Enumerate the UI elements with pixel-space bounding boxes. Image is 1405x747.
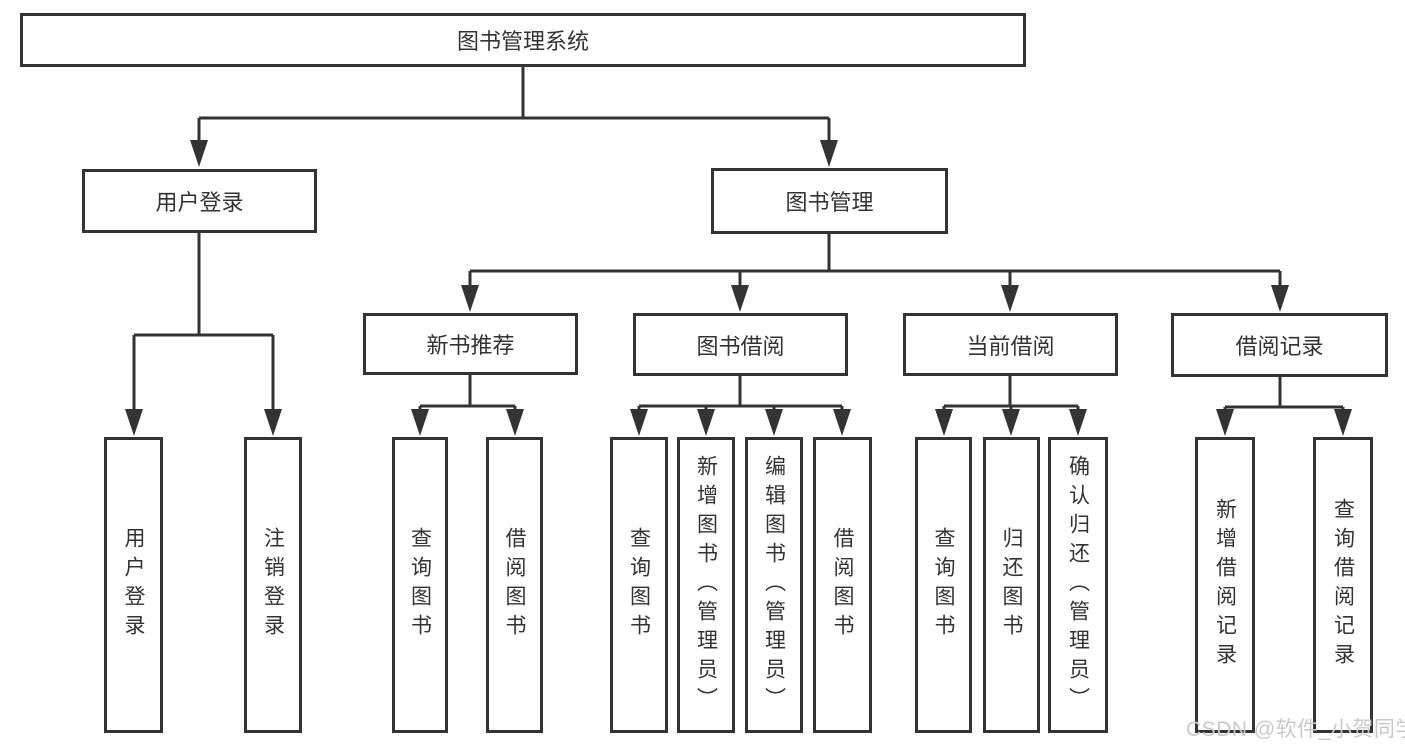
node-borrow-records: 借阅记录: [1171, 313, 1388, 377]
connector-book-borrow-split: [637, 376, 844, 410]
arrowhead-icon: [190, 140, 208, 167]
arrowhead-icon: [1069, 409, 1087, 436]
node-current-borrowing: 当前借阅: [903, 313, 1118, 376]
node-label: 注销登录: [261, 527, 286, 643]
node-label: 编辑图书（管理员）: [762, 454, 787, 716]
node-logout: 注销登录: [244, 437, 302, 733]
arrowhead-icon: [833, 409, 851, 436]
arrowhead-icon: [506, 409, 524, 436]
node-label: 查询借阅记录: [1331, 498, 1356, 672]
arrowhead-icon: [630, 409, 648, 436]
arrowhead-icon: [1002, 409, 1020, 436]
node-book-borrowing: 图书借阅: [633, 313, 848, 376]
arrowhead-icon: [411, 409, 429, 436]
node-add-book-admin: 新增图书（管理员）: [677, 437, 735, 733]
node-return-book: 归还图书: [983, 437, 1040, 733]
node-label: 查询图书: [627, 527, 652, 643]
arrowhead-icon: [820, 140, 838, 167]
node-new-book-recommend: 新书推荐: [363, 313, 578, 375]
node-rec-query-books: 查询图书: [392, 437, 448, 733]
arrowhead-icon: [125, 409, 143, 436]
connector-user-login-split: [132, 233, 275, 410]
node-label: 用户登录: [122, 527, 146, 643]
node-label: 查询图书: [932, 527, 956, 643]
csdn-watermark: CSDN @软件_小贺同学: [1186, 718, 1405, 741]
node-label: 归还图书: [1000, 527, 1024, 643]
arrowhead-icon: [935, 409, 953, 436]
connector-root-split: [197, 67, 831, 140]
arrowhead-icon: [1001, 285, 1019, 312]
connector-current-borrow-split: [942, 376, 1080, 410]
node-label: 借阅图书: [831, 527, 855, 643]
node-label: 新书推荐: [426, 333, 515, 358]
node-current-query-books: 查询图书: [915, 437, 972, 733]
node-user-login-leaf: 用户登录: [104, 437, 163, 733]
node-borrow-books: 借阅图书: [813, 437, 872, 733]
arrowhead-icon: [731, 285, 749, 312]
node-edit-book-admin: 编辑图书（管理员）: [745, 437, 803, 733]
node-borrow-query-books: 查询图书: [610, 437, 668, 733]
node-add-borrow-record: 新增借阅记录: [1195, 437, 1255, 733]
arrowhead-icon: [765, 409, 783, 436]
node-label: 用户登录: [155, 190, 244, 215]
connector-borrow-records-split: [1223, 377, 1345, 410]
node-label: 借阅图书: [503, 527, 527, 643]
connector-book-management-split: [468, 234, 1282, 286]
node-label: 借阅记录: [1235, 334, 1324, 359]
arrowhead-icon: [264, 409, 282, 436]
arrowhead-icon: [1334, 409, 1352, 436]
arrowhead-icon: [1216, 409, 1234, 436]
node-label: 当前借阅: [966, 333, 1055, 359]
node-confirm-return-admin: 确认归还（管理员）: [1048, 437, 1108, 733]
connector-new-book-split: [418, 375, 517, 410]
node-label: 图书借阅: [696, 333, 785, 359]
node-query-borrow-record: 查询借阅记录: [1313, 437, 1373, 733]
node-book-management: 图书管理: [711, 168, 948, 234]
node-label: 新增借阅记录: [1213, 498, 1238, 672]
node-user-login: 用户登录: [82, 169, 317, 233]
node-label: 查询图书: [408, 527, 433, 643]
node-label: 确认归还（管理员）: [1066, 454, 1091, 716]
node-rec-borrow-books: 借阅图书: [486, 437, 543, 733]
arrowhead-icon: [1271, 285, 1289, 312]
node-label: 新增图书（管理员）: [694, 454, 719, 716]
arrowhead-icon: [697, 409, 715, 436]
node-library-system: 图书管理系统: [20, 13, 1026, 67]
arrowhead-icon: [461, 285, 479, 312]
node-label: 图书管理系统: [456, 29, 589, 54]
node-label: 图书管理: [785, 190, 874, 215]
